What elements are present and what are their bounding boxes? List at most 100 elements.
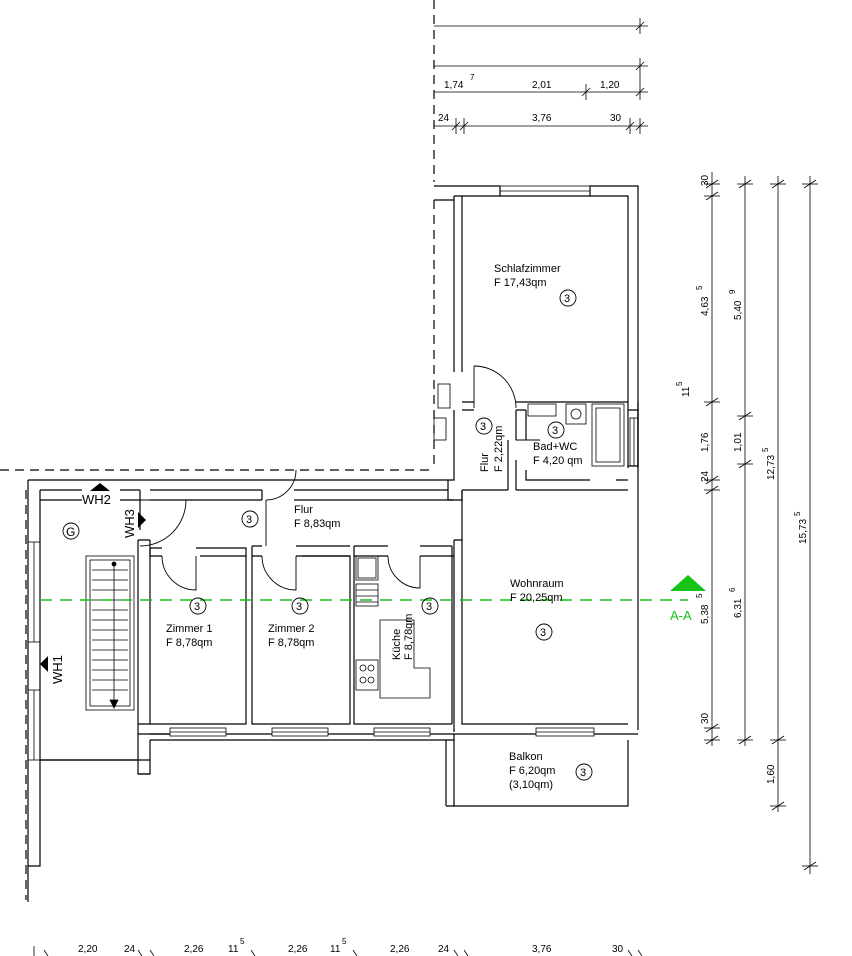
dim-right-538-sup: 5 [695, 593, 704, 598]
dim-right-538: 5,38 [700, 604, 711, 624]
flur-small-tag: 3 [480, 421, 486, 433]
dim-right-463: 4,63 [700, 296, 711, 316]
staircase [85, 555, 135, 711]
balkon-name: Balkon [509, 751, 543, 763]
zimmer2-name: Zimmer 2 [268, 623, 314, 635]
g-label: G [66, 525, 75, 539]
dim-top-3: 1,20 [600, 80, 620, 91]
kueche-tag: 3 [426, 601, 432, 613]
dim-right-540-sup: 9 [728, 289, 737, 294]
g-circle-icon [62, 522, 80, 540]
balkon-area: F 6,20qm [509, 765, 555, 777]
room-tag-icon [189, 597, 207, 615]
dim-bottom-3: 2,26 [184, 944, 204, 955]
room-tag-icon [291, 597, 309, 615]
dim-top-6: 30 [610, 113, 622, 124]
schlafzimmer-area: F 17,43qm [494, 277, 547, 289]
dim-top-1: 1,74 [444, 80, 464, 91]
walls [27, 185, 639, 902]
balkon-tag: 3 [580, 767, 586, 779]
kueche-area: F 8,78qm [403, 614, 415, 660]
kueche-name: Küche [391, 629, 403, 660]
dim-bottom-4-sup: 5 [240, 937, 245, 946]
dim-bottom-8: 24 [438, 944, 450, 955]
dim-right-1273-sup: 5 [761, 447, 770, 452]
wohnraum-area: F 20,25qm [510, 592, 563, 604]
section-label: A-A [670, 608, 692, 623]
property-boundary [0, 0, 435, 900]
dim-bottom-7: 2,26 [390, 944, 410, 955]
dim-right-176: 1,76 [700, 432, 711, 452]
dim-right-24: 24 [700, 470, 711, 482]
dim-bottom-4: 11 [228, 944, 239, 955]
bottom-dimension-line [33, 946, 643, 956]
dim-bottom-9: 3,76 [532, 944, 552, 955]
dim-bottom-6-sup: 5 [342, 937, 347, 946]
balkon-area-half: (3,10qm) [509, 779, 553, 791]
schlafzimmer-tag: 3 [564, 293, 570, 305]
wh1-label: WH1 [50, 655, 65, 684]
bathroom-fixtures [433, 383, 625, 467]
section-marker-icon [670, 575, 706, 591]
wh2-arrow-icon [90, 483, 110, 491]
dim-bottom-10: 30 [612, 944, 624, 955]
dim-top-2: 2,01 [532, 80, 552, 91]
zimmer2-area: F 8,78qm [268, 637, 314, 649]
dim-right-1573: 15,73 [798, 519, 809, 544]
wh-markers: WH2 WH3 WH1 G [40, 483, 146, 684]
wh2-label: WH2 [82, 492, 111, 507]
dim-bottom-2: 24 [124, 944, 136, 955]
dim-right-1273: 12,73 [766, 455, 777, 480]
kitchen-fixtures [355, 555, 431, 699]
bad-area: F 4,20 qm [533, 455, 583, 467]
section-line: A-A [40, 575, 706, 623]
dim-right-463-sup: 5 [695, 285, 704, 290]
dim-top-4: 24 [438, 113, 450, 124]
flur-small-name: Flur [479, 453, 491, 472]
dim-right-631: 6,31 [733, 598, 744, 618]
wh3-arrow-icon [138, 512, 146, 528]
room-tag-icon [535, 623, 553, 641]
dim-top-5: 3,76 [532, 113, 552, 124]
dim-bottom-6: 11 [330, 944, 341, 955]
room-tag-icon [475, 417, 493, 435]
dim-right-30a: 30 [700, 174, 711, 186]
right-dimension-labels: 30 4,63 5 11 5 1,76 24 5,38 5 30 5,40 9 … [675, 174, 809, 784]
flur-small-area: F 2,22qm [493, 426, 505, 472]
zimmer1-name: Zimmer 1 [166, 623, 212, 635]
dim-right-1573-sup: 5 [793, 511, 802, 516]
room-tag-icon [421, 597, 439, 615]
zimmer2-tag: 3 [296, 601, 302, 613]
flur-tag: 3 [246, 514, 252, 526]
room-labels: Schlafzimmer F 17,43qm 3 3 Bad+WC F 4,20… [166, 263, 593, 791]
flur-area: F 8,83qm [294, 518, 340, 530]
flur-name: Flur [294, 504, 313, 516]
schlafzimmer-name: Schlafzimmer [494, 263, 561, 275]
zimmer1-tag: 3 [194, 601, 200, 613]
room-tag-icon [575, 763, 593, 781]
dim-bottom-1: 2,20 [78, 944, 98, 955]
dim-right-101: 1,01 [733, 432, 744, 452]
dim-right-30b: 30 [700, 712, 711, 724]
windows [27, 185, 639, 761]
bad-tag: 3 [552, 425, 558, 437]
wohnraum-tag: 3 [540, 627, 546, 639]
room-tag-icon [241, 510, 259, 528]
room-tag-icon [559, 289, 577, 307]
dim-right-540: 5,40 [733, 300, 744, 320]
dim-bottom-5: 2,26 [288, 944, 308, 955]
dim-top-1-sup: 7 [470, 73, 475, 82]
bad-name: Bad+WC [533, 441, 577, 453]
wohnraum-name: Wohnraum [510, 578, 564, 590]
dim-right-11-sup: 5 [675, 381, 684, 386]
zimmer1-area: F 8,78qm [166, 637, 212, 649]
dim-right-631-sup: 6 [728, 587, 737, 592]
wh1-arrow-icon [40, 656, 48, 672]
dim-right-11: 11 [681, 386, 692, 397]
wh3-label: WH3 [122, 509, 137, 538]
doors [139, 365, 540, 591]
dim-right-160: 1,60 [766, 764, 777, 784]
room-tag-icon [547, 421, 565, 439]
